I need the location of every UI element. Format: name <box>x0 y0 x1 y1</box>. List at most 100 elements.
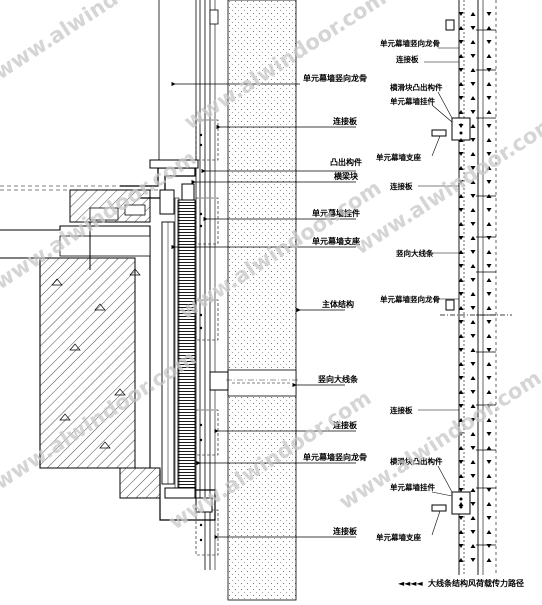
label-unit-support: 单元幕墙支座 <box>312 236 360 246</box>
load-arrow-glyph <box>458 166 464 170</box>
load-arrow-glyph <box>470 558 476 562</box>
rlabel-connection-plate: 连接板 <box>390 181 413 191</box>
load-arrow-glyph <box>486 292 492 296</box>
load-arrow-glyph <box>486 558 492 562</box>
load-arrow-glyph <box>486 376 492 380</box>
load-arrow-glyph <box>458 12 464 16</box>
load-arrow-glyph <box>458 446 464 450</box>
load-arrow-glyph <box>458 180 464 184</box>
load-arrow-glyph <box>470 502 476 506</box>
load-arrow-glyph <box>458 334 464 338</box>
load-arrow-glyph <box>458 474 464 478</box>
load-arrow-glyph <box>470 376 476 380</box>
load-arrow-glyph <box>470 152 476 156</box>
right-labels: 单元幕墙竖向龙骨 连接板 横滑块凸出构件 单元幕墙挂件 单元幕墙支座 连接板 竖… <box>376 38 443 542</box>
load-arrow-glyph <box>458 68 464 72</box>
label-main-structure: 主体结构 <box>322 299 354 309</box>
load-arrow-glyph <box>458 194 464 198</box>
load-arrow-glyph <box>470 40 476 44</box>
load-arrow-glyph <box>470 96 476 100</box>
load-arrow-glyph <box>458 488 464 492</box>
load-arrow-glyph <box>486 544 492 548</box>
load-arrow-glyph <box>470 530 476 534</box>
load-arrow-glyph <box>486 96 492 100</box>
load-arrow-glyph <box>458 320 464 324</box>
load-arrow-glyph <box>458 292 464 296</box>
load-arrow-glyph <box>470 180 476 184</box>
load-arrow-glyph <box>470 82 476 86</box>
load-arrow-glyph <box>470 138 476 142</box>
load-arrow-glyph <box>486 404 492 408</box>
load-arrow-glyph <box>470 544 476 548</box>
load-arrow-glyph <box>486 222 492 226</box>
load-arrow-glyph <box>486 474 492 478</box>
rlabel-unit-vertical-keel: 单元幕墙竖向龙骨 <box>380 294 440 304</box>
rlabel-unit-hanger: 单元幕墙挂件 <box>390 482 435 492</box>
label-connection-plate: 连接板 <box>333 420 358 430</box>
load-arrow-glyph <box>470 446 476 450</box>
right-leaders <box>418 47 459 536</box>
load-arrow-glyph <box>486 418 492 422</box>
caption-text: 大线条结构风荷载传力路径 <box>428 578 524 588</box>
load-arrow-glyph <box>458 418 464 422</box>
load-arrow-glyph <box>458 278 464 282</box>
rlabel-unit-hanger: 单元幕墙挂件 <box>390 96 435 106</box>
load-arrow-glyph <box>486 516 492 520</box>
load-arrow-glyph <box>458 530 464 534</box>
load-arrow-glyph <box>458 26 464 30</box>
load-arrow-glyph <box>486 530 492 534</box>
load-arrow-glyph <box>458 82 464 86</box>
rlabel-unit-vertical-keel: 单元幕墙竖向龙骨 <box>380 38 440 48</box>
load-arrow-glyph <box>458 250 464 254</box>
load-arrow-glyph <box>458 390 464 394</box>
load-arrow-glyph <box>486 278 492 282</box>
label-unit-vertical-keel: 单元幕墙竖向龙骨 <box>303 452 367 462</box>
load-arrow-glyph <box>470 278 476 282</box>
load-arrow-glyph <box>470 166 476 170</box>
load-arrow-glyph <box>486 362 492 366</box>
load-arrow-glyph <box>486 250 492 254</box>
load-arrow-glyph <box>486 110 492 114</box>
load-arrow-glyph <box>486 460 492 464</box>
rlabel-connection-plate: 连接板 <box>396 54 419 64</box>
load-arrow-glyph <box>486 152 492 156</box>
caption-group: ◄◄◄◄ 大线条结构风荷载传力路径 <box>398 578 524 588</box>
load-arrow-glyph <box>470 348 476 352</box>
load-arrow-glyph <box>470 208 476 212</box>
load-arrow-glyph <box>470 460 476 464</box>
rlabel-vertical-big-line: 竖向大线条 <box>396 248 434 258</box>
label-protruding-member: 凸出构件 <box>330 157 362 167</box>
load-arrow-glyph <box>458 558 464 562</box>
load-arrow-glyph <box>486 208 492 212</box>
load-arrow-glyph <box>486 180 492 184</box>
load-arrow-glyph <box>470 516 476 520</box>
load-arrow-glyph <box>486 194 492 198</box>
label-vertical-big-line: 竖向大线条 <box>318 374 359 384</box>
load-arrow-glyph <box>458 404 464 408</box>
load-arrow-glyph <box>486 138 492 142</box>
load-arrow-glyph <box>486 446 492 450</box>
load-arrow-glyph <box>470 334 476 338</box>
load-arrow-glyph <box>470 12 476 16</box>
load-arrow-glyph <box>458 376 464 380</box>
label-unit-hanger: 单元幕墙挂件 <box>312 208 360 218</box>
load-arrow-glyph <box>458 124 464 128</box>
rlabel-unit-support: 单元幕墙支座 <box>376 532 421 542</box>
load-arrow-glyph <box>470 236 476 240</box>
left-labels: 单元幕墙竖向龙骨 连接板 凸出构件 横梁块 单元幕墙挂件 单元幕墙支座 主体结构… <box>303 73 367 536</box>
load-arrow-glyph <box>486 320 492 324</box>
load-arrow-glyph <box>470 432 476 436</box>
load-arrow-glyph <box>470 320 476 324</box>
load-arrow-glyph <box>470 292 476 296</box>
load-arrow-glyph <box>470 222 476 226</box>
load-arrow-glyph <box>458 432 464 436</box>
label-connection-plate: 连接板 <box>333 116 358 126</box>
load-arrow-glyph <box>458 348 464 352</box>
watermark-text: www.alwindoor.com <box>335 366 542 515</box>
label-unit-vertical-keel: 单元幕墙竖向龙骨 <box>303 73 367 83</box>
load-arrow-glyph <box>458 516 464 520</box>
label-transom-block: 横梁块 <box>334 171 359 181</box>
load-arrow-glyph <box>486 390 492 394</box>
load-arrow-glyph <box>458 264 464 268</box>
load-arrow-glyph <box>486 166 492 170</box>
